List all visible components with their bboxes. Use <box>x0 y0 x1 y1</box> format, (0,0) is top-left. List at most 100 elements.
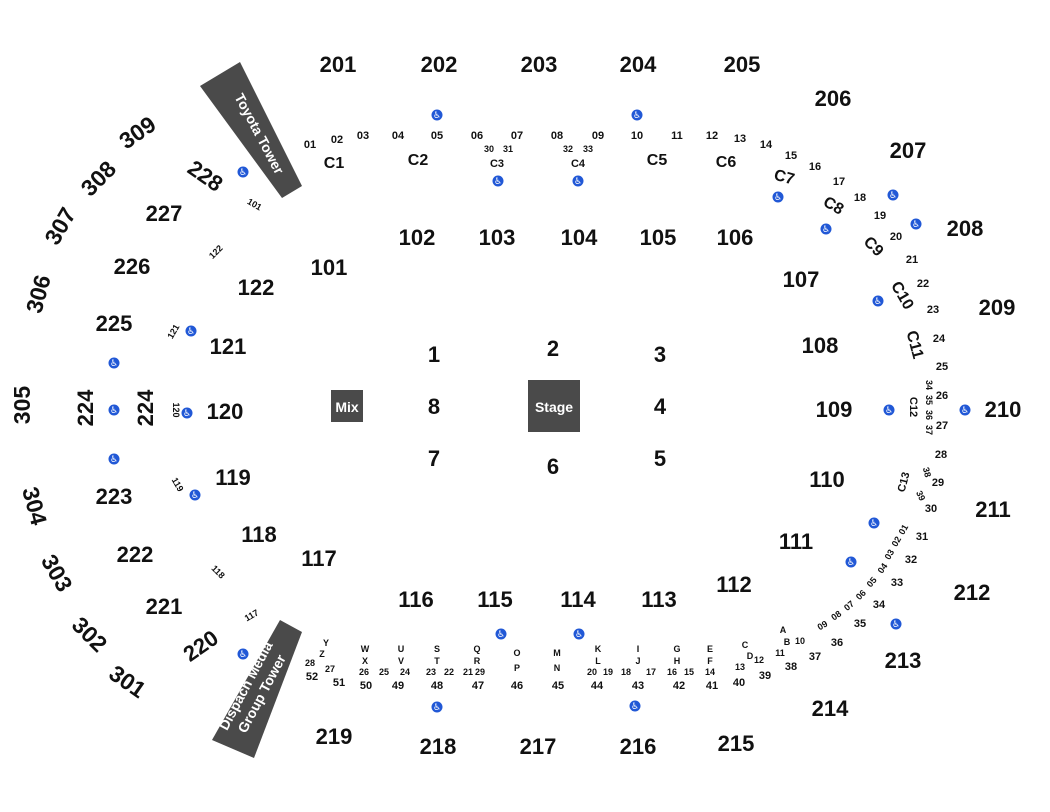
floor-section[interactable]: 6 <box>547 454 559 479</box>
floor-section[interactable]: 1 <box>428 342 440 367</box>
suite-label[interactable]: 37 <box>809 651 821 663</box>
section-label[interactable]: 218 <box>420 734 457 759</box>
club-box-label[interactable]: C8 <box>820 194 846 219</box>
suite-label[interactable]: 38 <box>785 661 797 673</box>
section-label[interactable]: 211 <box>975 497 1011 522</box>
section-label[interactable]: 225 <box>96 311 133 336</box>
dispach-tower-banner[interactable]: Dispach Media Group Tower <box>212 620 302 758</box>
section-label[interactable]: 112 <box>716 572 752 597</box>
suite-label[interactable]: 34 <box>873 599 886 611</box>
section-label[interactable]: 301 <box>104 660 151 703</box>
section-label[interactable]: 113 <box>641 587 677 612</box>
section-label[interactable]: 205 <box>724 52 761 77</box>
floor-section[interactable]: 4 <box>654 394 667 419</box>
suite-label[interactable]: 18 <box>854 192 866 204</box>
suite-label[interactable]: 19 <box>874 210 886 222</box>
section-label[interactable]: 201 <box>320 52 357 77</box>
club-box-label[interactable]: C4 <box>571 158 586 170</box>
club-box-label[interactable]: C11 <box>902 329 926 361</box>
section-label[interactable]: 216 <box>620 734 657 759</box>
suite-label[interactable]: 51 <box>333 677 345 689</box>
section-label[interactable]: 116 <box>398 587 434 612</box>
section-label[interactable]: 119 <box>215 465 251 490</box>
suite-label[interactable]: 42 <box>673 680 685 692</box>
suite-label[interactable]: 28 <box>935 449 947 461</box>
suite-label[interactable]: 14 <box>760 139 773 151</box>
suite-label[interactable]: 45 <box>552 680 564 692</box>
suite-label[interactable]: 12 <box>706 130 718 142</box>
suite-label[interactable]: 32 <box>905 554 917 566</box>
section-label[interactable]: 208 <box>947 216 984 241</box>
stage-box[interactable]: Stage <box>528 380 580 432</box>
section-label[interactable]: 207 <box>890 138 927 163</box>
section-label[interactable]: 222 <box>117 542 154 567</box>
section-label[interactable]: 302 <box>67 612 113 658</box>
section-label[interactable]: 308 <box>76 155 122 201</box>
suite-label[interactable]: 30 <box>925 503 937 515</box>
suite-label[interactable]: 21 <box>906 254 918 266</box>
suite-label[interactable]: 46 <box>511 680 523 692</box>
section-label[interactable]: 217 <box>520 734 557 759</box>
suite-label[interactable]: 15 <box>785 150 797 162</box>
section-label[interactable]: 206 <box>815 86 852 111</box>
suite-label[interactable]: 08 <box>551 130 563 142</box>
section-label[interactable]: 114 <box>560 587 596 612</box>
floor-section[interactable]: 8 <box>428 394 440 419</box>
suite-label[interactable]: 09 <box>592 130 604 142</box>
section-label[interactable]: 215 <box>718 731 755 756</box>
section-label[interactable]: 212 <box>954 580 991 605</box>
suite-label[interactable]: 24 <box>933 333 946 345</box>
section-label[interactable]: 219 <box>316 724 353 749</box>
suite-label[interactable]: 26 <box>936 390 948 402</box>
club-box-label[interactable]: C12 <box>907 397 919 417</box>
section-label[interactable]: 117 <box>301 546 337 571</box>
club-box-label[interactable]: C1 <box>324 155 345 172</box>
section-label[interactable]: 309 <box>114 111 160 154</box>
suite-label[interactable]: 41 <box>706 680 718 692</box>
section-label[interactable]: 305 <box>9 386 35 425</box>
suite-label[interactable]: 20 <box>890 231 902 243</box>
section-label[interactable]: 118 <box>241 522 277 547</box>
suite-label[interactable]: 06 <box>471 130 483 142</box>
section-label[interactable]: 227 <box>146 201 183 226</box>
section-label[interactable]: 122 <box>238 275 275 300</box>
section-label[interactable]: 107 <box>783 267 820 292</box>
suite-label[interactable]: 39 <box>759 670 771 682</box>
section-label[interactable]: 103 <box>479 225 516 250</box>
section-label[interactable]: 221 <box>146 594 183 619</box>
section-label[interactable]: 204 <box>620 52 657 77</box>
section-label[interactable]: 203 <box>521 52 558 77</box>
section-label[interactable]: 304 <box>17 484 52 528</box>
section-label[interactable]: 307 <box>39 203 81 249</box>
section-label[interactable]: 102 <box>399 225 436 250</box>
suite-label[interactable]: 33 <box>891 577 903 589</box>
suite-label[interactable]: 07 <box>511 130 523 142</box>
section-label[interactable]: 105 <box>640 225 677 250</box>
suite-label[interactable]: 40 <box>733 677 745 689</box>
suite-label[interactable]: 29 <box>932 477 944 489</box>
section-label[interactable]: 121 <box>210 334 247 359</box>
section-label[interactable]: 223 <box>96 484 133 509</box>
section-label[interactable]: 120 <box>207 399 244 424</box>
club-box-label[interactable]: C2 <box>408 152 429 169</box>
section-label[interactable]: 202 <box>421 52 458 77</box>
floor-section[interactable]: 5 <box>654 446 666 471</box>
suite-label[interactable]: 48 <box>431 680 443 692</box>
section-label[interactable]: 213 <box>885 648 922 673</box>
floor-section[interactable]: 7 <box>428 446 440 471</box>
suite-label[interactable]: 43 <box>632 680 644 692</box>
suite-label[interactable]: 49 <box>392 680 404 692</box>
suite-label[interactable]: 50 <box>360 680 372 692</box>
suite-label[interactable]: 17 <box>833 176 845 188</box>
section-label[interactable]: 228 <box>183 155 227 197</box>
club-box-label[interactable]: C5 <box>647 152 668 169</box>
suite-label[interactable]: 05 <box>431 130 443 142</box>
mix-box[interactable]: Mix <box>331 390 363 422</box>
section-label[interactable]: 108 <box>802 333 839 358</box>
suite-label[interactable]: 31 <box>916 531 928 543</box>
section-label[interactable]: 109 <box>816 397 853 422</box>
suite-label[interactable]: 22 <box>917 278 929 290</box>
suite-label[interactable]: 52 <box>306 671 318 683</box>
club-box-label[interactable]: C10 <box>887 279 916 313</box>
club-box-label[interactable]: C9 <box>860 234 887 261</box>
